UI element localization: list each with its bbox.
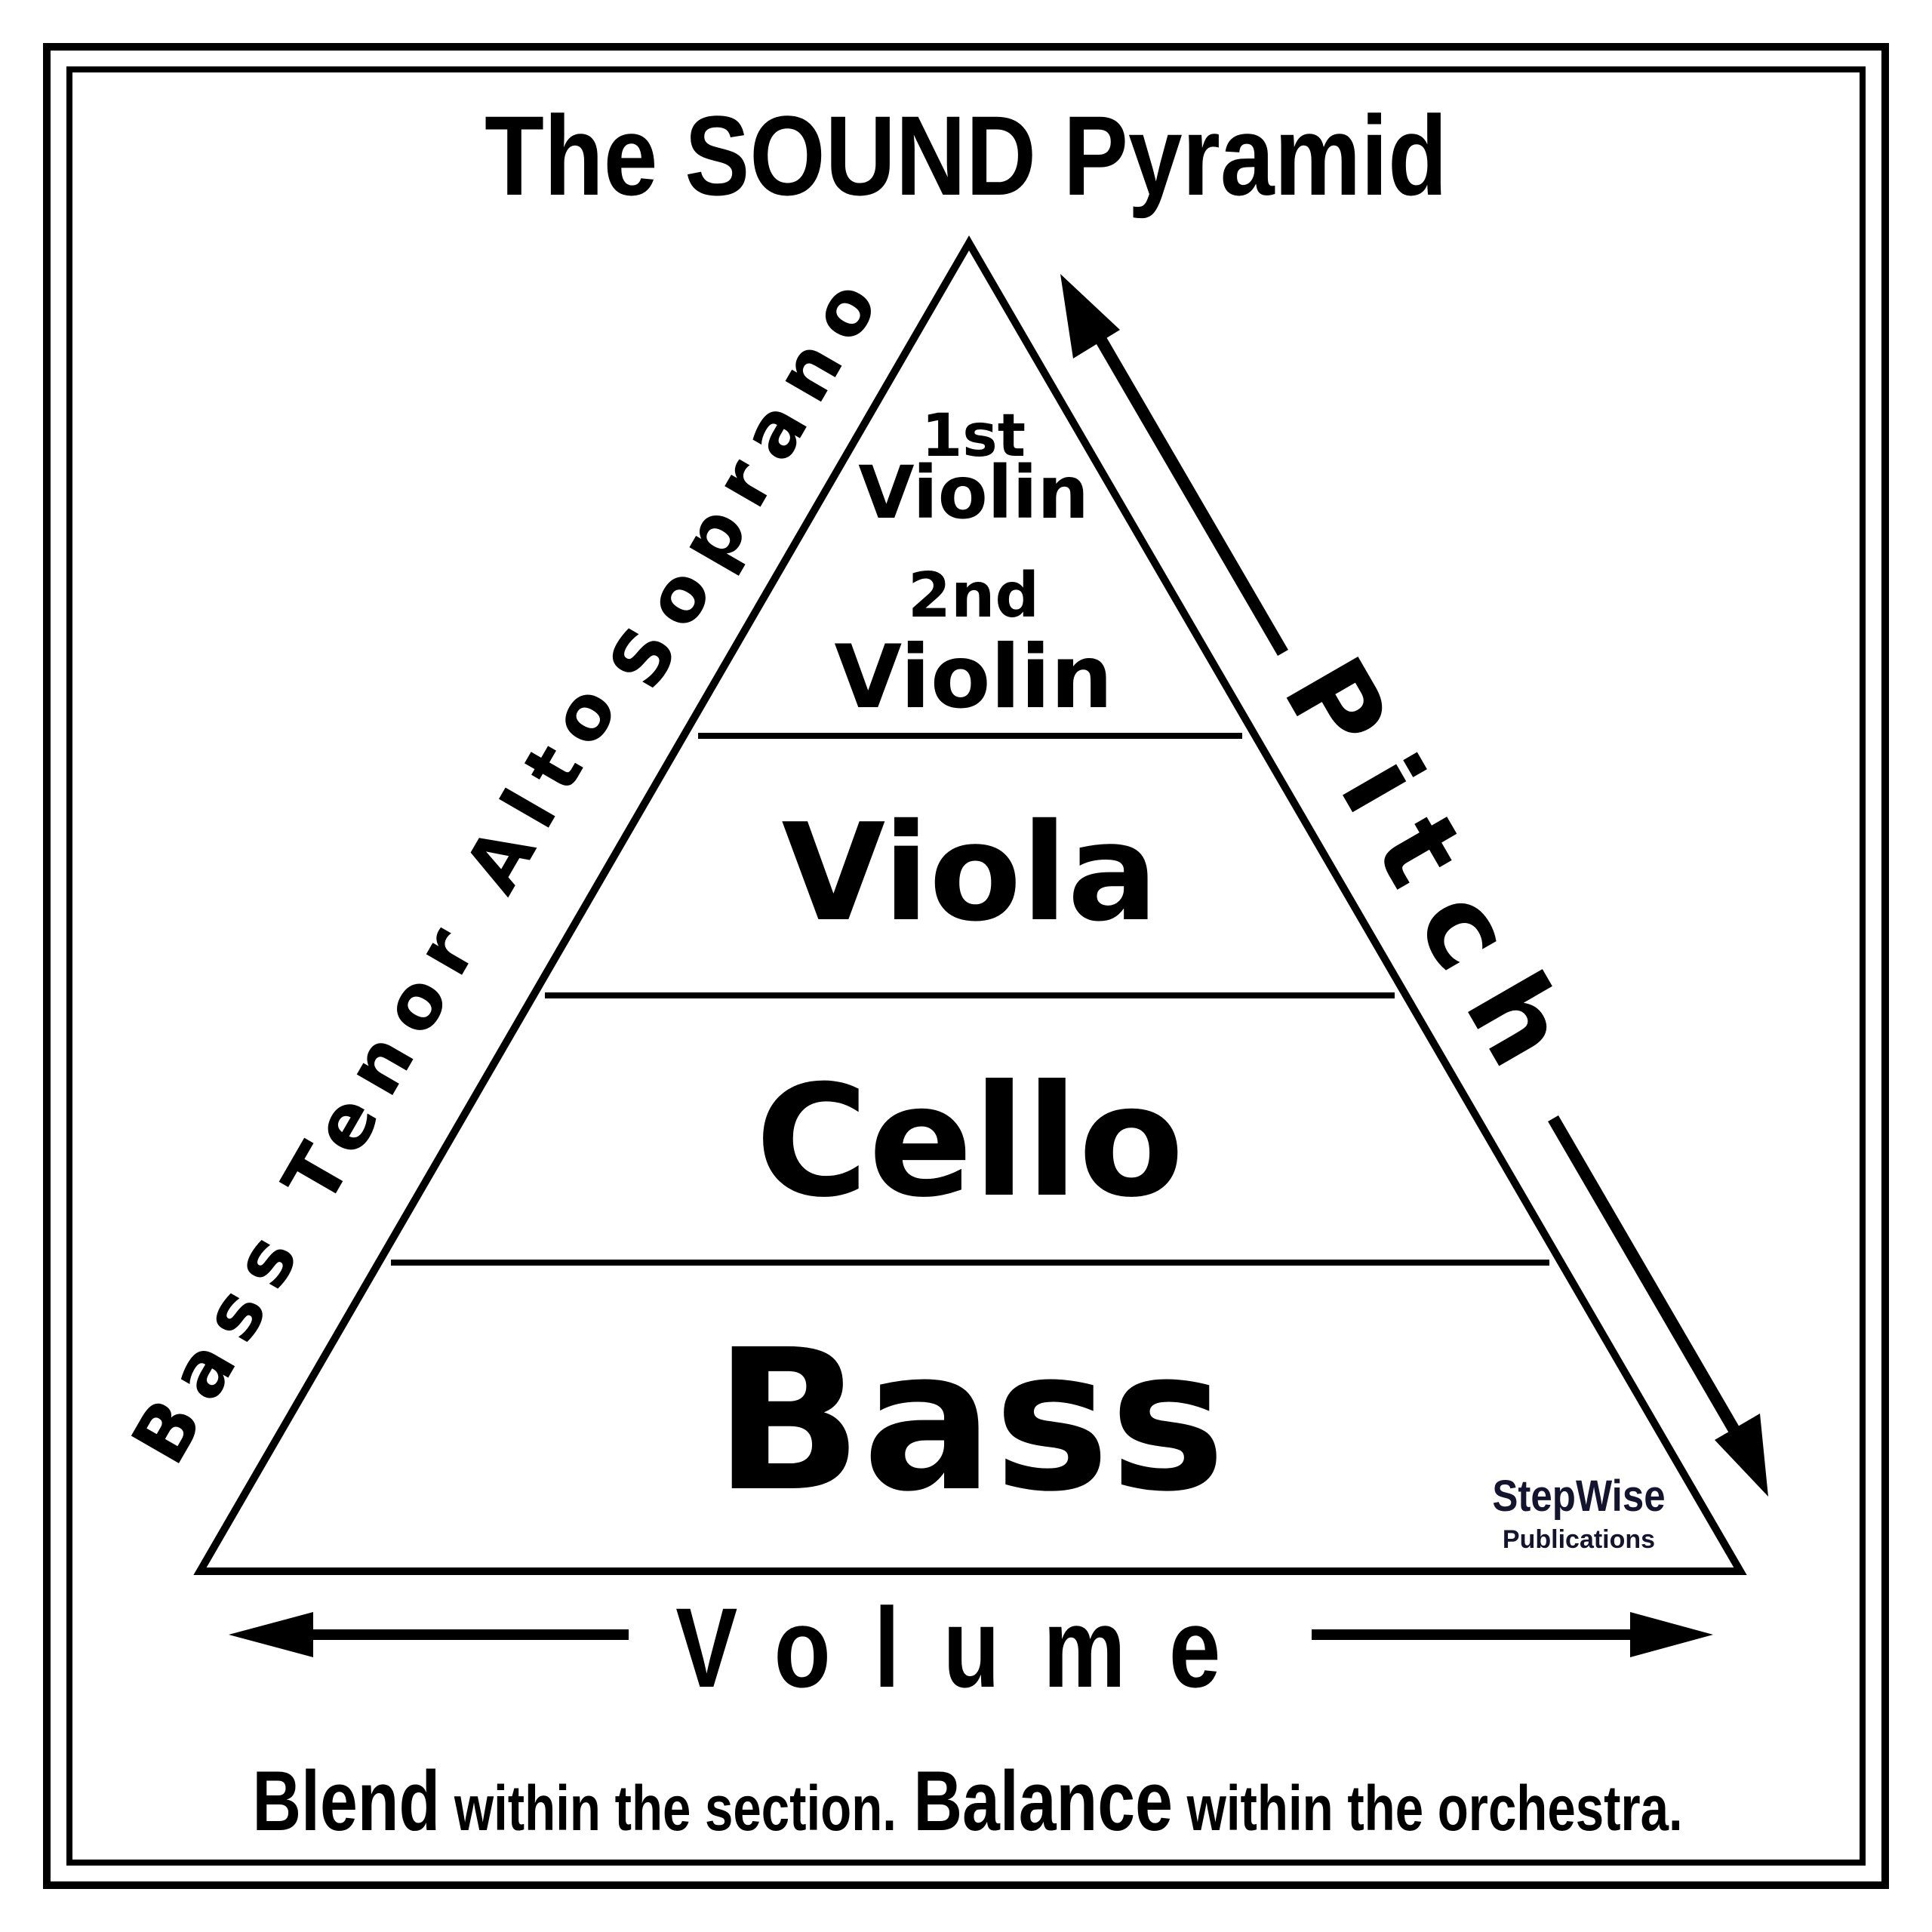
pitch-arrow-up-head: [1060, 274, 1120, 358]
first-violin-number: 1st: [921, 402, 1026, 470]
second-violin-number: 2nd: [908, 560, 1039, 632]
footer-balance-rest: within the orchestra.: [1173, 1774, 1683, 1844]
inner-frame: [66, 66, 1866, 1866]
publisher-logo-name: StepWise: [1492, 1472, 1665, 1521]
publisher-logo-subtitle: Publications: [1503, 1525, 1655, 1554]
pitch-arrow-down-shaft: [1548, 1115, 1740, 1434]
outer-frame: [43, 43, 1889, 1889]
diagram-title: The SOUND Pyramid: [485, 92, 1447, 219]
cello-label: Cello: [755, 1053, 1184, 1232]
pitch-arrow-down-head: [1715, 1414, 1768, 1497]
pyramid-outline: [193, 235, 1747, 1575]
footer-motto: Blend within the section.Balance within …: [252, 1755, 1682, 1849]
footer-blend-word: Blend: [252, 1755, 440, 1849]
viola-label: Viola: [781, 795, 1158, 951]
volume-label: Volume: [675, 1585, 1264, 1711]
first-violin-label: Violin: [858, 451, 1089, 535]
volume-arrow-left-head: [229, 1612, 313, 1657]
pitch-arrow-up-shaft: [1092, 330, 1288, 657]
footer-balance-word: Balance: [913, 1755, 1173, 1849]
second-violin-label: Violin: [834, 626, 1112, 728]
voice-label-bass: Bass: [115, 1205, 324, 1478]
voice-label-alto: Alto: [447, 657, 642, 907]
voice-label-tenor: Tenor: [266, 899, 501, 1219]
bass-label: Bass: [714, 1308, 1226, 1534]
volume-arrow-right-head: [1630, 1612, 1713, 1657]
footer-blend-rest: within the section.: [440, 1774, 897, 1844]
